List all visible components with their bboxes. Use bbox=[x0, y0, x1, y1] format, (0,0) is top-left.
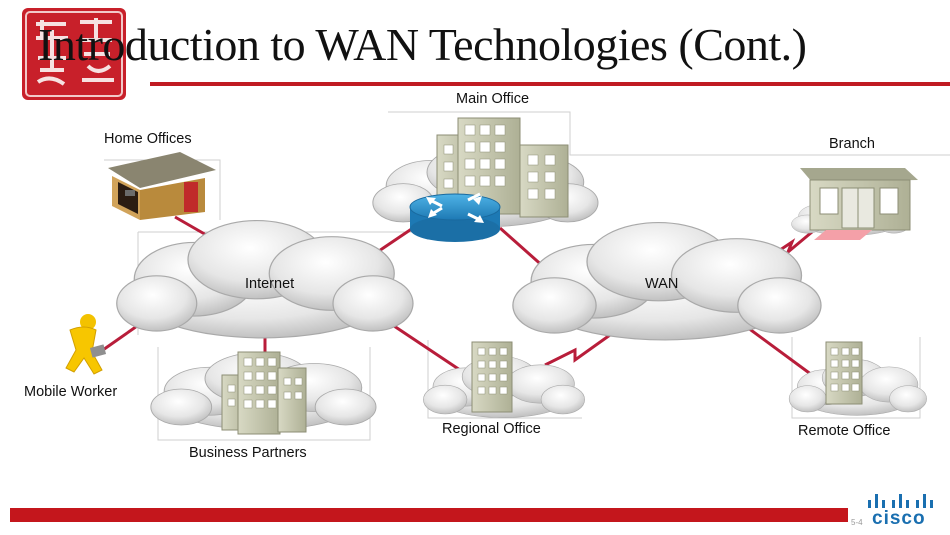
link-router-wan bbox=[499, 226, 546, 270]
mobile-worker-icon bbox=[65, 314, 107, 375]
branch-label: Branch bbox=[829, 136, 875, 152]
cisco-bars-icon bbox=[868, 494, 933, 508]
cisco-wordmark: cisco bbox=[872, 508, 926, 529]
internet-label: Internet bbox=[245, 276, 295, 292]
main-office-building-icon bbox=[436, 117, 569, 218]
regional-office-building-icon bbox=[471, 341, 513, 413]
logo-seal-icon bbox=[25, 11, 123, 97]
remote-office-building-icon bbox=[825, 341, 863, 405]
slide-number: 5-4 bbox=[851, 518, 863, 527]
mobile-worker-label: Mobile Worker bbox=[24, 384, 118, 400]
slide-title: Introduction to WAN Technologies (Cont.) bbox=[38, 19, 807, 70]
link-regional-wan bbox=[544, 333, 611, 367]
logo-seal: 顾乾 bbox=[22, 8, 126, 100]
home-office-icon bbox=[108, 152, 216, 220]
branch-building-icon bbox=[800, 168, 918, 240]
home-offices-label: Home Offices bbox=[104, 131, 192, 147]
link-wan-remote bbox=[739, 320, 813, 377]
footer-bar bbox=[10, 508, 848, 522]
main-office-label: Main Office bbox=[456, 91, 530, 107]
title-rule bbox=[150, 82, 950, 86]
wan-label: WAN bbox=[645, 276, 679, 292]
business-partners-label: Business Partners bbox=[189, 445, 307, 461]
regional-office-label: Regional Office bbox=[442, 421, 541, 437]
remote-office-label: Remote Office bbox=[798, 423, 891, 439]
business-partners-building-icon bbox=[221, 351, 307, 435]
router-icon bbox=[409, 192, 501, 242]
